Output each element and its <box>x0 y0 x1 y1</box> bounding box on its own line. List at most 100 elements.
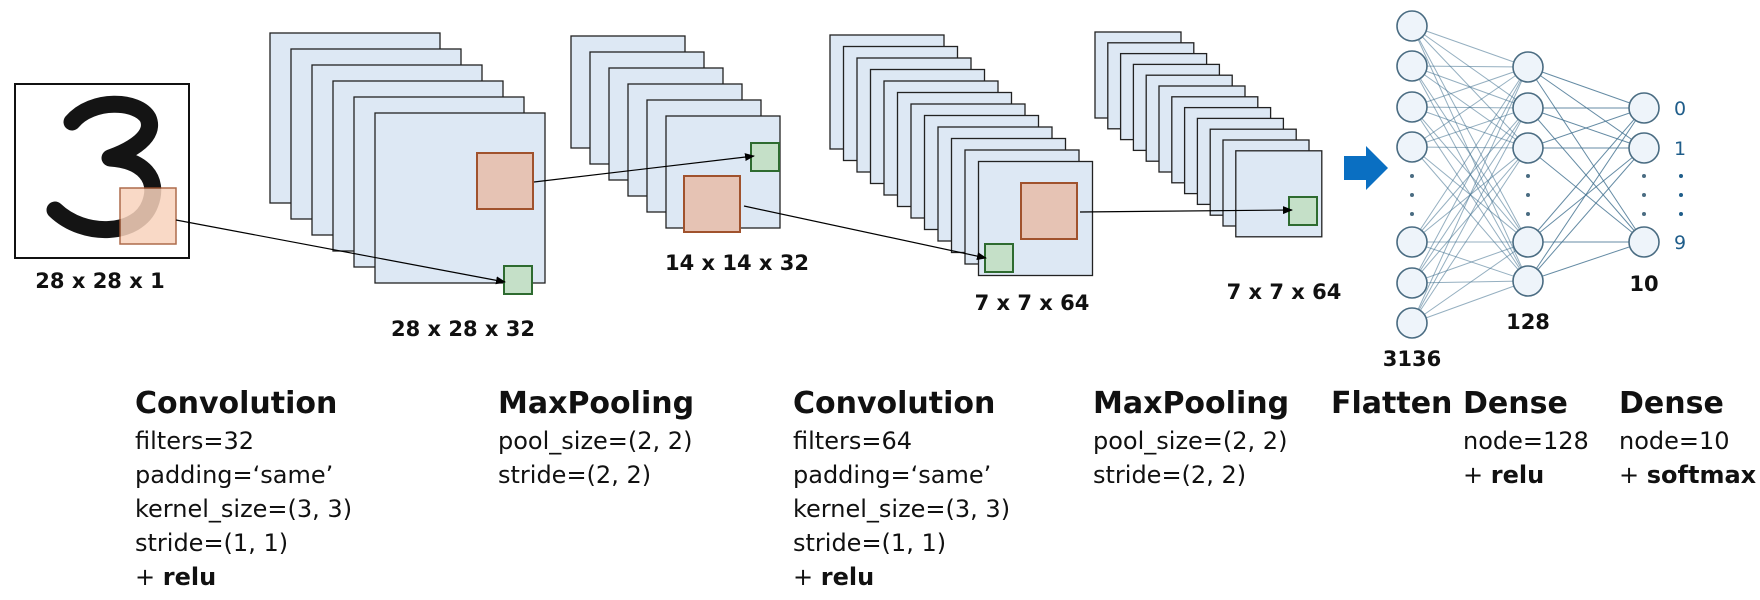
network-edge <box>1411 25 1529 243</box>
neuron-node <box>1396 91 1428 123</box>
layer-title: Convolution <box>793 386 996 421</box>
neuron-node <box>1512 51 1544 83</box>
network-edge <box>1411 146 1529 149</box>
layer-activation: + relu <box>1463 461 1545 489</box>
input-kernel-patch <box>119 187 177 245</box>
network-edge <box>1411 147 1529 324</box>
flatten-count-label: 3136 <box>1383 347 1441 371</box>
network-edge <box>1411 66 1529 148</box>
layer-param: pool_size=(2, 2) <box>498 427 693 455</box>
network-edge <box>1411 241 1529 282</box>
layer-param: padding=‘same’ <box>793 461 992 489</box>
kernel-patch <box>683 175 741 233</box>
network-edge <box>1411 66 1529 243</box>
feature-map-label: 7 x 7 x 64 <box>1227 280 1342 304</box>
network-edge <box>1411 146 1529 282</box>
network-edge <box>1411 66 1529 284</box>
connection-arrow <box>743 205 987 261</box>
ellipsis-dot <box>1679 193 1683 197</box>
layer-description-dense2: Dense node=10 + softmax <box>1619 384 1756 492</box>
layer-param: stride=(2, 2) <box>498 461 652 489</box>
ellipsis-dots <box>1410 174 1683 216</box>
layer-param: kernel_size=(3, 3) <box>793 495 1011 523</box>
kernel-patch <box>476 152 534 210</box>
layer-title: Dense <box>1619 386 1724 421</box>
feature-map-stack <box>570 35 781 233</box>
layer-title: Flatten <box>1331 386 1453 421</box>
ellipsis-dot <box>1410 174 1414 178</box>
layer-param: node=10 <box>1619 427 1730 455</box>
layer-description-pool2: MaxPooling pool_size=(2, 2) stride=(2, 2… <box>1093 384 1289 492</box>
feature-map-label: 28 x 28 x 32 <box>391 317 535 341</box>
layer-param: filters=32 <box>135 427 254 455</box>
ellipsis-dot <box>1410 212 1414 216</box>
output-class-label: 9 <box>1674 232 1686 254</box>
network-edge <box>1411 107 1529 148</box>
layer-param: node=128 <box>1463 427 1589 455</box>
neuron-node <box>1396 267 1428 299</box>
connection-arrows <box>175 153 1293 285</box>
connection-arrow <box>1079 206 1293 215</box>
network-edge <box>1411 280 1529 324</box>
ellipsis-dot <box>1679 212 1683 216</box>
neuron-node <box>1628 226 1660 258</box>
network-edge <box>1411 66 1529 324</box>
layer-description-conv1: Convolution filters=32 padding=‘same’ ke… <box>135 384 352 594</box>
ellipsis-dot <box>1679 174 1683 178</box>
network-edge <box>1527 107 1645 282</box>
ellipsis-dot <box>1526 174 1530 178</box>
neuron-node <box>1512 132 1544 164</box>
ellipsis-dot <box>1526 193 1530 197</box>
ellipsis-dot <box>1642 212 1646 216</box>
layer-activation: + softmax <box>1619 461 1757 489</box>
ellipsis-dot <box>1410 193 1414 197</box>
network-edge <box>1527 147 1645 282</box>
network-edge <box>1411 107 1529 324</box>
network-edge <box>1411 65 1529 282</box>
input-image <box>14 83 190 259</box>
feature-map-stack <box>1094 31 1323 238</box>
layer-param: stride=(1, 1) <box>135 529 289 557</box>
network-edge <box>1411 65 1529 68</box>
output-cell <box>750 142 780 172</box>
layer-param: pool_size=(2, 2) <box>1093 427 1288 455</box>
output-cell <box>984 243 1014 273</box>
network-edge <box>1527 66 1645 243</box>
feature-map-stack <box>269 32 546 295</box>
ellipsis-dot <box>1642 193 1646 197</box>
output-class-label: 0 <box>1674 98 1686 120</box>
neuron-node <box>1512 92 1544 124</box>
network-edge <box>1411 25 1529 68</box>
layer-description-flatten: Flatten <box>1331 384 1452 424</box>
neuron-node <box>1396 10 1428 42</box>
layer-param: padding=‘same’ <box>135 461 334 489</box>
feature-map-label: 14 x 14 x 32 <box>665 251 809 275</box>
network-edge <box>1411 241 1529 284</box>
neuron-node <box>1512 265 1544 297</box>
neuron-node <box>1512 226 1544 258</box>
output-cell <box>1288 196 1318 226</box>
output-class-label: 1 <box>1674 138 1686 160</box>
ellipsis-dot <box>1526 212 1530 216</box>
layer-param: stride=(2, 2) <box>1093 461 1247 489</box>
feature-map-stacks <box>269 31 1323 295</box>
neuron-node <box>1396 307 1428 339</box>
network-edge <box>1527 107 1645 149</box>
ellipsis-dot <box>1642 174 1646 178</box>
hidden-count-label: 128 <box>1506 310 1550 334</box>
layer-param: stride=(1, 1) <box>793 529 947 557</box>
layer-description-dense1: Dense node=128 + relu <box>1463 384 1589 492</box>
connection-arrow <box>533 153 755 183</box>
layer-description-conv2: Convolution filters=64 padding=‘same’ ke… <box>793 384 1010 594</box>
neuron-node <box>1396 50 1428 82</box>
input-shape-label: 28 x 28 x 1 <box>35 269 164 293</box>
flatten-arrow-icon <box>1344 146 1388 190</box>
network-edge <box>1527 241 1645 282</box>
network-edge <box>1411 241 1529 324</box>
network-edge <box>1527 107 1645 243</box>
layer-param: kernel_size=(3, 3) <box>135 495 353 523</box>
layer-title: Convolution <box>135 386 338 421</box>
layer-title: MaxPooling <box>498 386 695 421</box>
layer-description-pool1: MaxPooling pool_size=(2, 2) stride=(2, 2… <box>498 384 694 492</box>
